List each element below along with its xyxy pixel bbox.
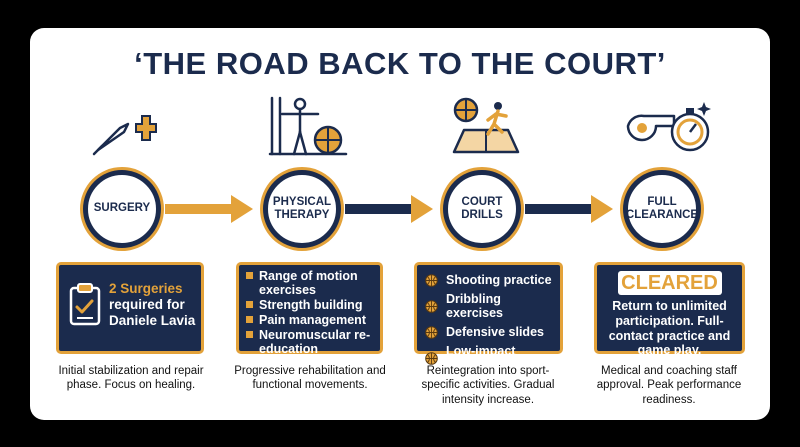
basketball-icon [425, 299, 438, 313]
arrow-right-icon [525, 195, 613, 223]
bullet-square-icon [246, 301, 253, 308]
list-item: Defensive slides [425, 325, 554, 339]
page-title: ‘THE ROAD BACK TO THE COURT’ [134, 46, 666, 81]
circle-label: COURT [461, 195, 503, 208]
clipboard-check-icon [69, 283, 101, 326]
arrow-right-icon [165, 195, 253, 223]
stage-circle-physical-therapy: PHYSICAL THERAPY [263, 170, 341, 248]
list-item: Strength building [246, 298, 374, 312]
stage-description: Progressive rehabilitation and functiona… [234, 365, 386, 392]
stage-description: Initial stabilization and repair phase. … [58, 365, 204, 392]
basketball-icon [425, 351, 438, 365]
list-item: Pain management [246, 313, 374, 327]
scalpel-plus-icon [92, 115, 157, 156]
stage-circle-court-drills: COURT DRILLS [443, 170, 521, 248]
list-item: Low-impact agility [425, 344, 554, 372]
bullet-square-icon [246, 316, 253, 323]
stage-circle-full-clearance: FULL CLEARANCE [623, 170, 701, 248]
surgery-count: 2 Surgeries [109, 281, 183, 296]
list-item: Shooting practice [425, 273, 554, 287]
therapy-figure-ball-icon [268, 96, 348, 156]
stage-description: Medical and coaching staff approval. Pea… [596, 365, 742, 406]
basketball-icon [425, 273, 438, 287]
surgery-info-box: 2 Surgeries required for Daniele Lavia [56, 262, 204, 354]
stage-description: Reintegration into sport-specific activi… [421, 365, 555, 406]
list-item: Neuromuscular re-education [246, 328, 374, 356]
bullet-square-icon [246, 272, 253, 279]
circle-label: SURGERY [93, 202, 151, 215]
circle-label: PHYSICAL [272, 195, 332, 208]
surgery-detail: required for Daniele Lavia [109, 296, 196, 328]
therapy-info-box: Range of motion exercises Strength build… [236, 262, 383, 356]
arrow-right-icon [345, 195, 433, 223]
list-item: Dribbling exercises [425, 292, 554, 320]
circle-label: FULL [647, 195, 677, 208]
clearance-info-box: CLEARED Return to unlimited participatio… [594, 262, 745, 357]
drills-info-box: Shooting practice Dribbling exercises De… [414, 262, 563, 372]
stage-circle-surgery: SURGERY [83, 170, 161, 248]
circle-label: THERAPY [274, 209, 330, 221]
circle-label: DRILLS [461, 209, 503, 221]
court-drill-player-icon [452, 97, 520, 154]
clearance-detail: Return to unlimited participation. Full-… [608, 299, 731, 358]
basketball-icon [425, 325, 438, 339]
cleared-badge: CLEARED [617, 271, 722, 295]
bullet-square-icon [246, 331, 253, 338]
whistle-stopwatch-icon [626, 102, 711, 152]
list-item: Range of motion exercises [246, 269, 374, 297]
circle-label: CLEARANCE [625, 209, 699, 221]
